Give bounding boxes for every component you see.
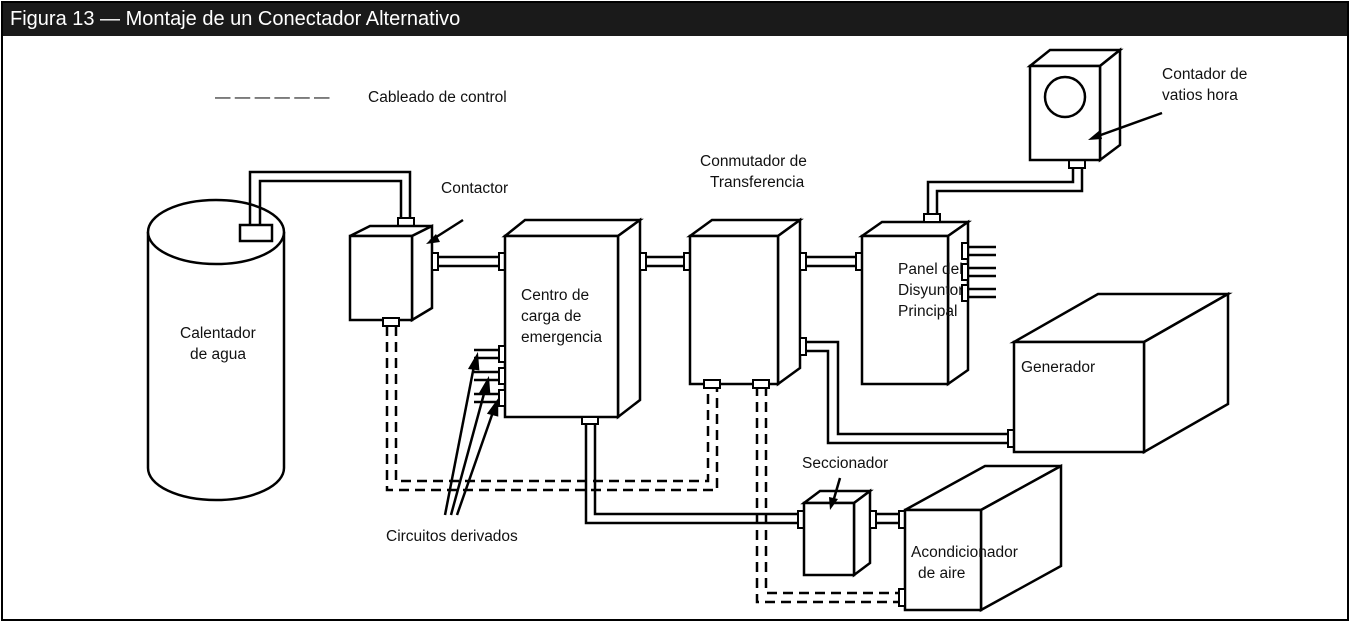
- disconnect-label: Seccionador: [802, 455, 888, 472]
- panel-fitting-1: [961, 242, 969, 260]
- panel-meter-conduit: [926, 168, 1084, 214]
- center-right-fitting: [639, 252, 647, 271]
- meter-label-line1: Contador de: [1162, 66, 1247, 83]
- panel-label-line2: Disyuntor: [898, 282, 963, 299]
- watt-hour-meter: [1026, 47, 1124, 163]
- control-wiring: [385, 326, 905, 604]
- figure-title: Figura 13 — Montaje de un Conectador Alt…: [2, 2, 1348, 36]
- disconnect-arrow: [831, 477, 842, 503]
- transfer-bottom-fitting-1: [703, 379, 721, 389]
- air-conditioner: [903, 463, 1063, 613]
- transfer-switch-label-line2: Transferencia: [710, 174, 805, 191]
- contactor-box: [348, 223, 434, 323]
- center-transfer-conduit: [640, 255, 690, 268]
- legend-line-sample: — — — — — —: [215, 89, 330, 106]
- transfer-panel-conduit: [800, 255, 862, 268]
- emergency-center-label-line2: carga de: [521, 308, 581, 325]
- panel-fitting-2: [961, 263, 969, 281]
- water-heater-label-line1: Calentador: [180, 325, 256, 342]
- water-heater-label-line2: de agua: [190, 346, 246, 363]
- contactor-label: Contactor: [441, 180, 508, 197]
- transfer-bottom-fitting-2: [752, 379, 770, 389]
- ac-control-fitting: [898, 588, 906, 607]
- heater-contactor-conduit: [248, 170, 412, 225]
- branch-fitting-1: [498, 345, 506, 363]
- panel-branch-stubs: [968, 245, 996, 299]
- meter-label-line2: vatios hora: [1162, 87, 1238, 104]
- transfer-switch: [686, 217, 804, 387]
- contactor-bottom-fitting: [382, 317, 400, 327]
- branch-circuits-label: Circuitos derivados: [386, 528, 518, 545]
- branch-fitting-2: [498, 367, 506, 385]
- contactor-side-fitting: [431, 252, 439, 271]
- emergency-center-label-line3: emergencia: [521, 329, 602, 346]
- panel-label-line1: Panel del: [898, 261, 963, 278]
- transfer-right-fitting: [799, 252, 807, 271]
- branch-fitting-3: [498, 389, 506, 407]
- center-bottom-fitting: [581, 416, 599, 425]
- water-heater: [146, 198, 286, 502]
- ac-label-line1: Acondicionador: [911, 544, 1018, 561]
- transfer-switch-label-line1: Conmutador de: [700, 153, 807, 170]
- disconnect-arrowhead: [829, 497, 838, 510]
- generator-label: Generador: [1021, 359, 1095, 376]
- disconnect-right-fitting: [869, 510, 877, 529]
- emergency-load-center: [501, 217, 644, 420]
- contactor-arrowhead: [426, 234, 440, 244]
- meter-arrow: [1097, 111, 1163, 138]
- panel-fitting-3: [961, 284, 969, 302]
- center-disconnect-conduit: [584, 422, 804, 525]
- emergency-center-label-line1: Centro de: [521, 287, 589, 304]
- disconnect-switch: [800, 488, 874, 578]
- main-breaker-panel: [858, 219, 972, 387]
- transfer-generator-fitting: [799, 337, 807, 356]
- generator-box: [1009, 291, 1233, 455]
- legend-label: Cableado de control: [368, 89, 507, 106]
- meter-arrowhead: [1088, 130, 1102, 140]
- panel-label-line3: Principal: [898, 303, 957, 320]
- contactor-center-conduit: [432, 255, 505, 268]
- transfer-generator-conduit: [800, 340, 1010, 445]
- panel-top-fitting: [923, 213, 941, 223]
- ac-label-line2: de aire: [918, 565, 965, 582]
